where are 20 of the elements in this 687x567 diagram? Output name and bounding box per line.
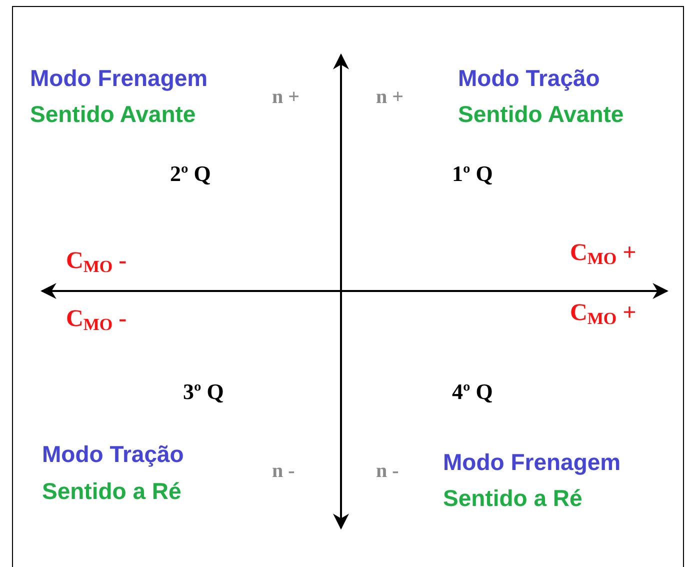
torque-sign-label: C$_{MO}$ - [66, 248, 127, 277]
torque-sign-label: C$_{MO}$ - [66, 306, 127, 335]
direction-label: Sentido a Ré [42, 479, 182, 504]
speed-sign-label: n - [376, 460, 399, 482]
speed-sign-label: n + [376, 86, 404, 108]
direction-label: Sentido Avante [30, 102, 196, 128]
direction-label: Sentido a Ré [443, 486, 582, 512]
speed-sign-label: n + [272, 86, 300, 108]
mode-label: Modo Tração [458, 66, 600, 92]
quadrant-label: 3º Q [183, 380, 224, 404]
quadrant-label: 4º Q [452, 380, 493, 404]
torque-sign-label: C$_{MO}$ + [570, 300, 636, 329]
mode-label: Modo Frenagem [30, 66, 208, 92]
torque-sign-label: C$_{MO}$ + [570, 240, 636, 269]
quadrant-label: 2º Q [170, 162, 211, 186]
mode-label: Modo Tração [42, 442, 184, 468]
speed-sign-label: n - [272, 460, 295, 482]
mode-label: Modo Frenagem [443, 450, 621, 476]
quadrant-label: 1º Q [452, 162, 493, 186]
direction-label: Sentido Avante [458, 102, 624, 128]
